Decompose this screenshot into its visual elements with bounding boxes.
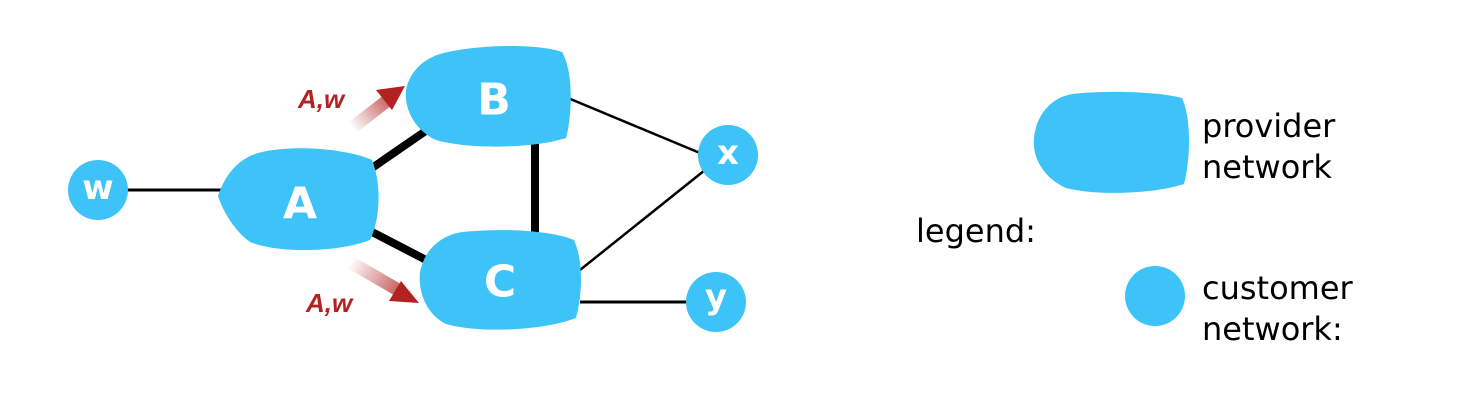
links: [125, 96, 706, 304]
legend-title: legend:: [916, 212, 1036, 250]
advertisement-label-to-c: A,w: [305, 288, 354, 318]
legend-provider-label-line1: provider: [1202, 107, 1336, 145]
link-a-b: [369, 124, 433, 172]
legend-customer-shape: [1125, 266, 1185, 326]
node-label-x: x: [717, 133, 739, 173]
legend-provider-label-line2: network: [1202, 148, 1332, 186]
advertisement-arrow-to-b: [348, 86, 405, 134]
legend-provider-shape: [1033, 91, 1189, 193]
link-c-x: [579, 169, 706, 271]
node-label-c: C: [484, 257, 516, 308]
legend-customer-label-line1: customer: [1202, 269, 1354, 307]
node-label-b: B: [477, 75, 511, 126]
customer-network-w: w: [68, 160, 128, 220]
advertisement-arrow-to-c: [346, 256, 419, 303]
advertisement-label-to-b: A,w: [297, 84, 346, 114]
legend-customer-label-line2: network:: [1202, 310, 1343, 348]
provider-network-c: C: [419, 230, 581, 330]
customer-network-y: y: [686, 272, 746, 332]
node-label-y: y: [705, 277, 727, 317]
node-label-a: A: [283, 179, 317, 230]
customer-network-x: x: [698, 125, 758, 185]
link-b-x: [567, 96, 701, 155]
node-label-w: w: [82, 168, 113, 208]
provider-network-b: B: [405, 46, 571, 147]
link-a-c: [370, 228, 432, 266]
legend: legend: provider network customer networ…: [916, 91, 1354, 348]
provider-network-a: A: [218, 148, 379, 251]
